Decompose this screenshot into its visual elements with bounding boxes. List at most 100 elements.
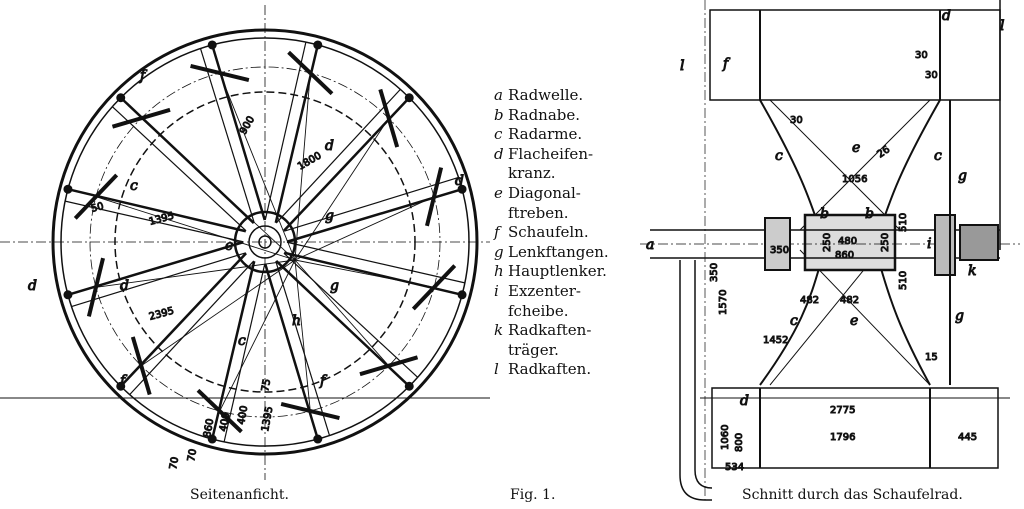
part-label: a: [646, 237, 654, 253]
legend-text: Schaufeln.: [508, 223, 589, 242]
arms-c: [759, 99, 941, 386]
dimension-label: 1060: [720, 425, 731, 450]
legend-key: i: [494, 281, 499, 300]
part-label: f: [722, 56, 731, 72]
part-label: l: [1000, 18, 1004, 34]
rivet-node: [63, 184, 73, 194]
rivet-node: [404, 381, 414, 391]
part-label: c: [934, 148, 942, 164]
legend-key: a: [494, 86, 503, 104]
part-label: g: [958, 168, 967, 184]
dimension-label: 482: [840, 295, 859, 306]
guide-rod: [140, 117, 296, 261]
legend-key: g: [494, 242, 504, 261]
legend-text: Flacheifen-: [508, 144, 594, 163]
dimension-label: 510: [898, 271, 909, 290]
caption-side-view: Seitenanficht.: [190, 487, 289, 503]
radial-arm-edge: [286, 241, 465, 284]
dimension-label: 30: [925, 70, 938, 81]
rivet-node: [63, 290, 73, 300]
part-label: c: [225, 238, 233, 254]
paddle-box-top: [709, 9, 1001, 101]
radial-arm-edge: [111, 106, 247, 232]
part-label: c: [775, 148, 783, 164]
guide-rod: [294, 259, 311, 412]
part-label: d: [942, 8, 951, 24]
paddle: [378, 88, 400, 148]
radial-arm-edge: [275, 261, 331, 436]
radial-arm-edge: [283, 252, 419, 378]
guide-rod: [95, 196, 296, 261]
part-label: c: [790, 313, 798, 329]
part-label: h: [292, 313, 301, 329]
dimension-label: 2395: [148, 306, 175, 323]
legend-continuation: ftreben.: [508, 203, 569, 222]
legend-text: Radnabe.: [508, 105, 581, 124]
guide-rod: [294, 196, 435, 261]
legend-text: Hauptlenker.: [508, 262, 607, 281]
radial-arm-edge: [71, 252, 246, 308]
legend-item-f: f Schaufeln.: [494, 223, 609, 243]
dimension-label: 250: [822, 233, 833, 252]
dimension-label: 50: [90, 201, 105, 215]
legend-item-a: a Radwelle.: [494, 86, 609, 106]
bearing: [764, 217, 791, 271]
guide-rod: [294, 259, 435, 288]
guide-rod: [219, 259, 296, 412]
part-label: e: [850, 313, 858, 329]
guide-rod: [294, 118, 390, 261]
part-label: f: [139, 68, 148, 84]
dimension-label: 350: [770, 245, 789, 256]
dimension-label: 800: [734, 433, 745, 452]
dimension-label: 30: [790, 115, 803, 126]
radial-arm-edge: [129, 260, 255, 396]
legend-key: f: [494, 223, 500, 242]
pipe: [679, 260, 713, 501]
rivet-node: [116, 93, 126, 103]
part-label: f: [319, 373, 328, 389]
dimension-label: 250: [880, 233, 891, 252]
dimension-label: 1056: [842, 174, 867, 185]
guide-rod: [294, 72, 311, 261]
dimension-label: 1800: [296, 150, 324, 172]
part-label: k: [968, 263, 976, 279]
radial-arm-edge: [199, 48, 255, 223]
dimension-label: 1395: [260, 406, 275, 433]
part-label: g: [330, 278, 339, 294]
dimension-label: 70: [186, 448, 199, 462]
rivet-node: [457, 290, 467, 300]
dimension-label: 534: [725, 462, 744, 473]
part-label: d: [120, 278, 129, 294]
dimension-label: 480: [838, 236, 857, 247]
legend-key: d: [494, 144, 504, 163]
part-label: g: [955, 308, 964, 324]
dimension-label: 1570: [718, 290, 729, 315]
dimension-label: 2775: [830, 405, 855, 416]
eccentric-i: [934, 214, 956, 276]
legend-text: Radwelle.: [508, 86, 584, 104]
part-label: i: [927, 236, 931, 252]
part-label: d: [28, 278, 37, 294]
part-label: b: [865, 206, 874, 222]
rivet-node: [313, 40, 323, 50]
radial-arm-edge: [284, 176, 459, 232]
dimension-label: 1452: [763, 335, 788, 346]
dimension-label: 400: [236, 405, 250, 426]
dimension-label: 26: [875, 144, 892, 160]
guide-rod: [141, 259, 296, 367]
rivet-node: [207, 40, 217, 50]
part-label: d: [740, 393, 749, 409]
rivet-node: [457, 184, 467, 194]
legend-key: l: [494, 360, 499, 379]
dimension-label: 510: [898, 213, 909, 232]
legend-key: c: [494, 125, 503, 144]
part-label: g: [325, 208, 334, 224]
dimension-label: 445: [958, 432, 977, 443]
dimension-label: 1796: [830, 432, 855, 443]
